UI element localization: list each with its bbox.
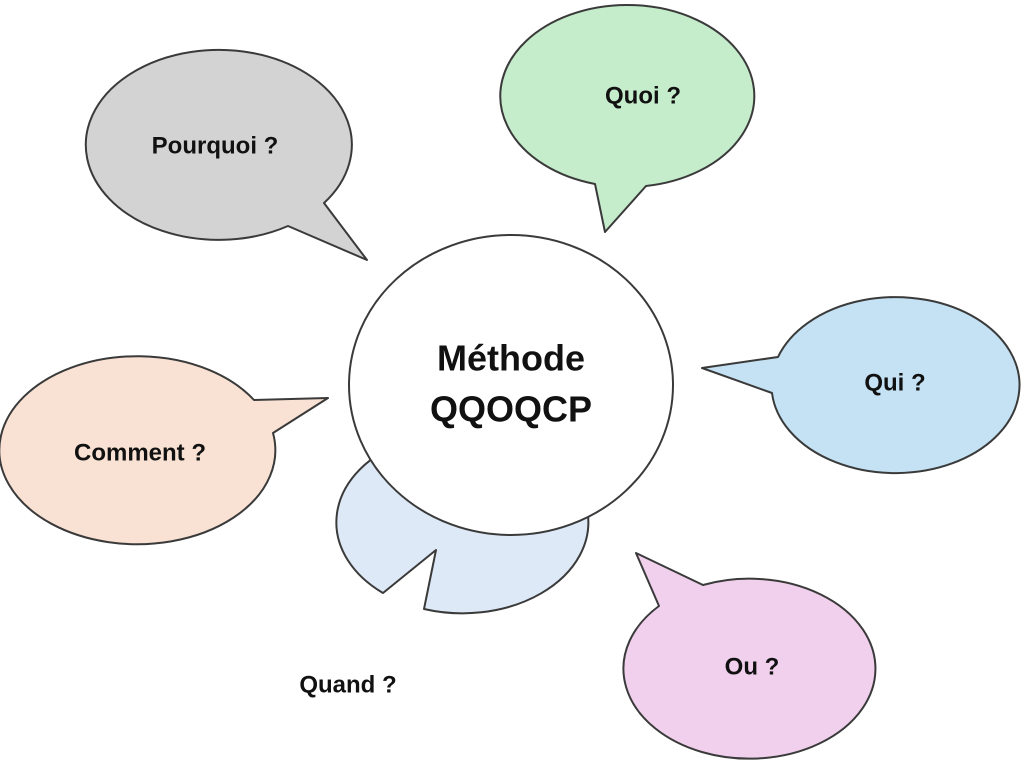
bubble-pourquoi: Pourquoi ? [84,48,368,261]
center-title-line1: Méthode [437,338,585,379]
bubble-qui-label: Qui ? [864,369,925,396]
bubble-quoi-shape [499,4,756,233]
bubble-comment-label: Comment ? [74,439,206,466]
center-title-line2: QQOQCP [430,389,592,430]
bubble-pourquoi-label: Pourquoi ? [152,132,279,159]
center-circle [348,234,674,536]
bubble-comment: Comment ? [0,355,329,546]
bubble-comment-shape [0,355,329,546]
bubble-quoi: Quoi ? [499,4,756,233]
bubble-quand-label: Quand ? [299,671,396,698]
bubble-qui: Qui ? [701,296,1021,475]
bubble-qui-shape [701,296,1021,475]
bubble-ou: Ou ? [622,552,877,760]
center-node: Méthode QQOQCP [348,234,674,536]
bubble-quoi-label: Quoi ? [605,82,681,109]
bubble-ou-shape [622,552,877,760]
bubble-pourquoi-shape [84,48,368,261]
bubble-ou-label: Ou ? [725,653,780,680]
